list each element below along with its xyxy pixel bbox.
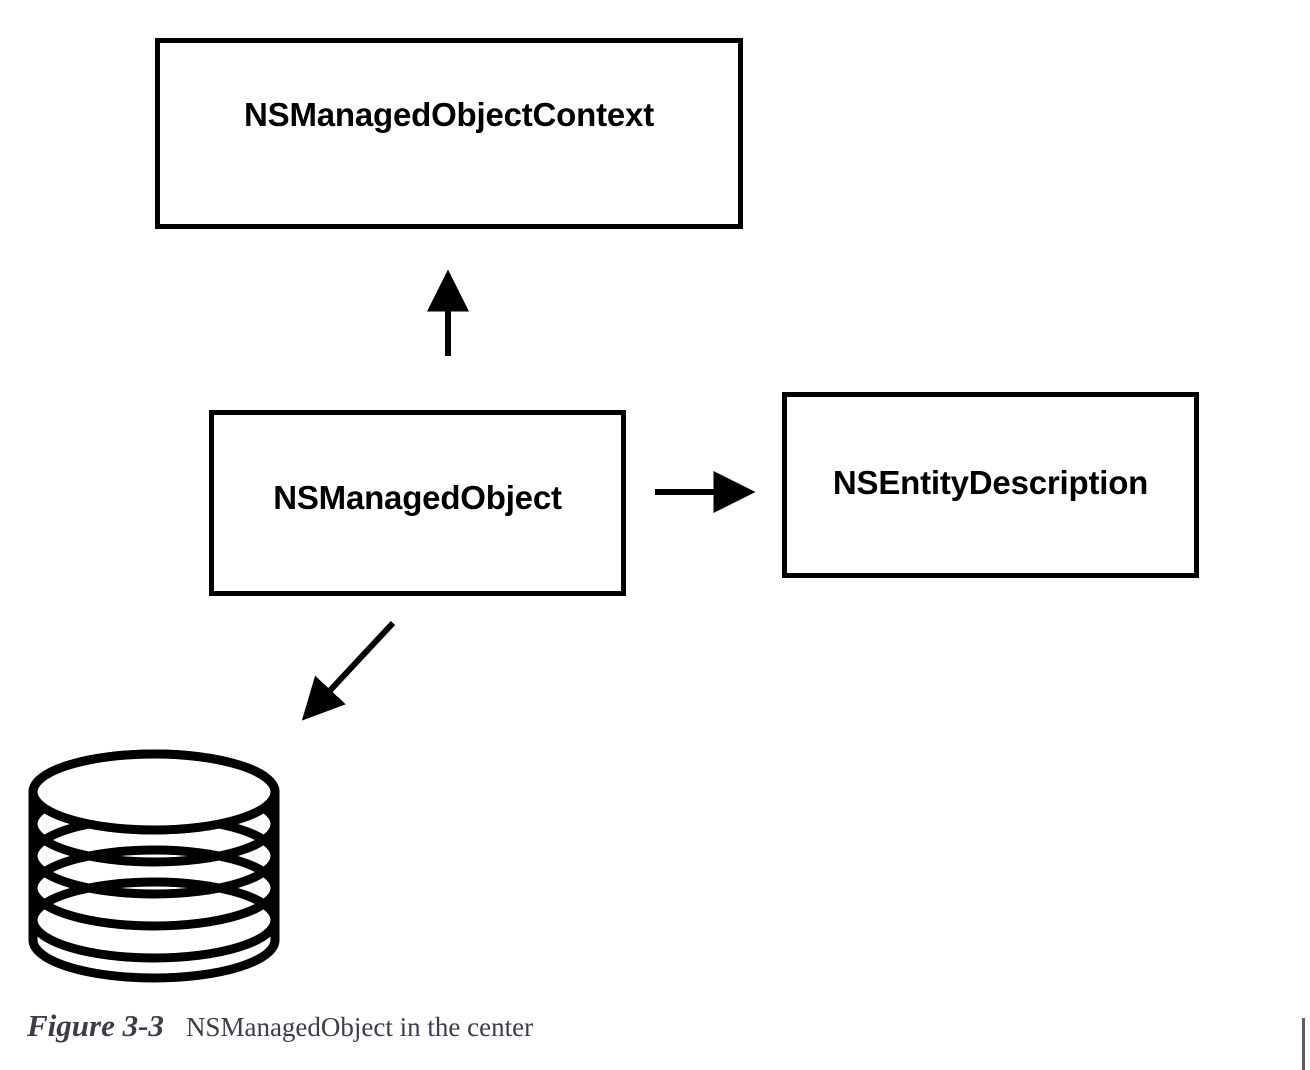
node-label-nsentitydescription: NSEntityDescription [832, 463, 1149, 501]
figure-caption-text: NSManagedObject in the center [185, 1012, 534, 1042]
diagram-canvas: NSManagedObjectContext NSManagedObject N… [26, 38, 1199, 990]
node-nsmanagedobjectcontext[interactable]: NSManagedObjectContext [155, 38, 743, 229]
node-nsentitydescription[interactable]: NSEntityDescription [782, 392, 1199, 578]
figure-caption: Figure 3-3 NSManagedObject in the center [27, 1008, 533, 1048]
node-persistent-store-database-icon[interactable] [26, 748, 282, 990]
figure-caption-number: Figure 3-3 [27, 1008, 164, 1043]
node-label-nsmanagedobjectcontext: NSManagedObjectContext [244, 96, 654, 133]
node-nsmanagedobject[interactable]: NSManagedObject [209, 410, 626, 596]
page-edge-rule [1302, 1018, 1305, 1070]
node-label-nsmanagedobject: NSManagedObject [273, 478, 562, 516]
arrow-managedobject-to-store [301, 620, 396, 721]
